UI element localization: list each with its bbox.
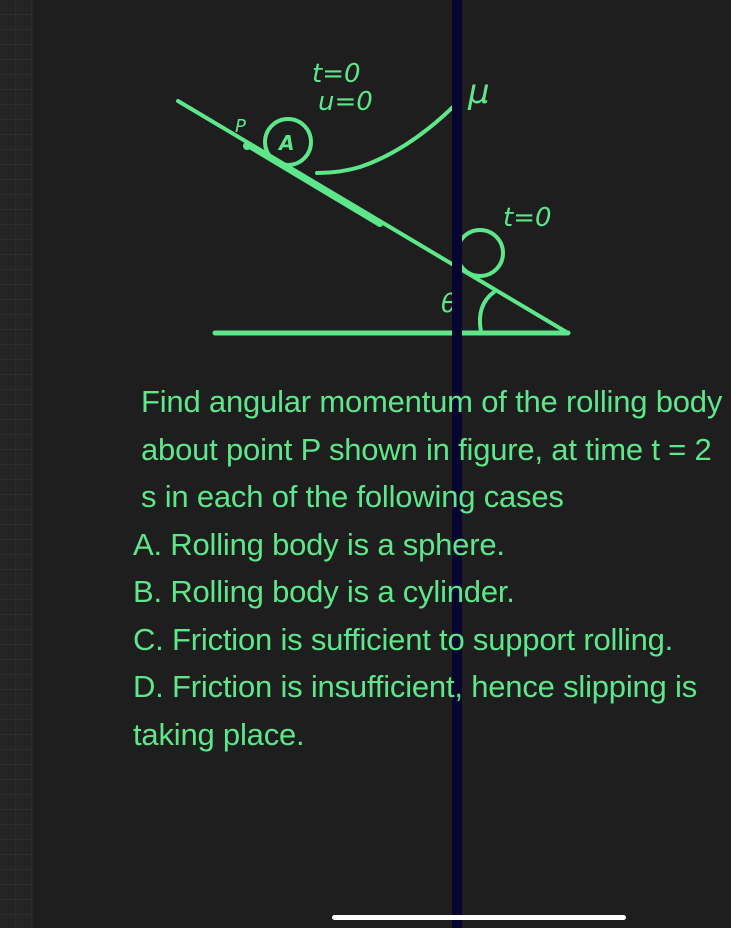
case-d-text: Friction is insufficient, hence slipping… bbox=[133, 669, 698, 752]
friction-region-curve bbox=[315, 100, 460, 175]
top-time-label: t=0 bbox=[312, 59, 361, 89]
case-a-text: Rolling body is a sphere. bbox=[161, 526, 505, 562]
incline-diagram: P A t=0 u=0 μ t=0 θ bbox=[176, 59, 571, 336]
angle-arc bbox=[477, 290, 496, 334]
left-grid-margin bbox=[0, 0, 33, 928]
point-p-dot bbox=[243, 142, 251, 150]
incline-surface-thick bbox=[245, 142, 383, 227]
case-a: A. Rolling body is a sphere. bbox=[133, 521, 723, 569]
case-a-label: A. bbox=[133, 526, 162, 562]
case-c-label: C. bbox=[133, 621, 164, 657]
case-c: C. Friction is sufficient to support rol… bbox=[133, 616, 723, 664]
body-a-circle bbox=[263, 117, 313, 167]
top-velocity-label: u=0 bbox=[318, 87, 373, 117]
body-a-label: A bbox=[277, 131, 294, 155]
case-d-label: D. bbox=[133, 669, 164, 704]
case-c-text: Friction is sufficient to support rollin… bbox=[172, 621, 674, 657]
case-d: D. Friction is insufficient, hence slipp… bbox=[133, 663, 723, 758]
case-b-text: Rolling body is a cylinder. bbox=[170, 574, 515, 609]
lower-time-label: t=0 bbox=[503, 203, 552, 233]
home-indicator-bar[interactable] bbox=[332, 915, 626, 920]
vertical-divider-line bbox=[452, 0, 462, 928]
question-intro: Find angular momentum of the rolling bod… bbox=[141, 384, 723, 514]
case-b-label: B. bbox=[133, 574, 162, 609]
rolling-body-circle bbox=[455, 228, 505, 278]
friction-mu-label: μ bbox=[467, 72, 490, 112]
point-p-label: P bbox=[235, 116, 246, 137]
case-b: B. Rolling body is a cylinder. bbox=[133, 568, 723, 616]
question-text: Find angular momentum of the rolling bod… bbox=[133, 378, 723, 758]
